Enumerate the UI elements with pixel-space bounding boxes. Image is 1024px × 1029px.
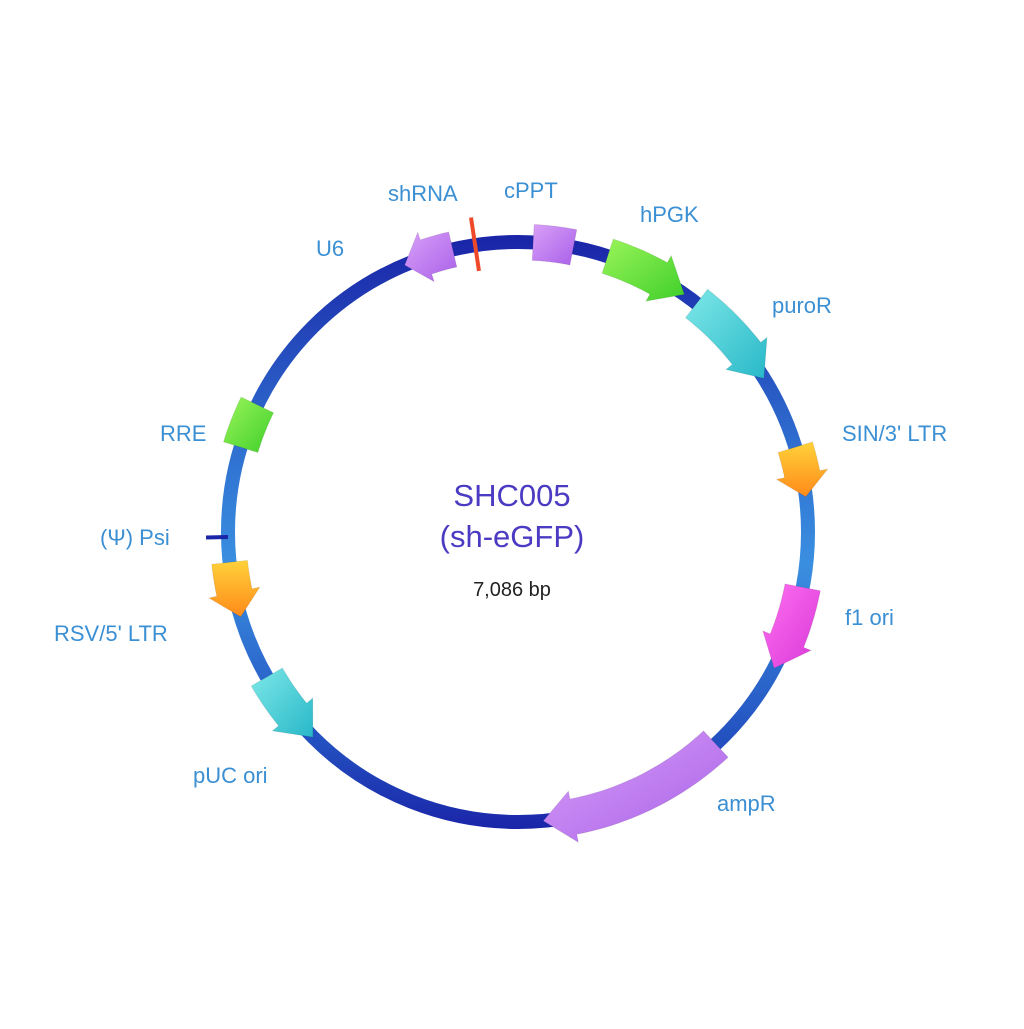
- plasmid-name: SHC005: [412, 480, 612, 511]
- label-cppt: cPPT: [504, 180, 558, 202]
- label-rre: RRE: [160, 423, 206, 445]
- plasmid-size: 7,086 bp: [412, 580, 612, 600]
- sin3ltr-arrow: [777, 442, 828, 497]
- puror-arrow: [686, 289, 768, 378]
- rsv5ltr-arrow: [209, 560, 260, 616]
- label-hpgk: hPGK: [640, 204, 699, 226]
- label-rsv5ltr: RSV/5' LTR: [54, 623, 168, 645]
- label-puc-ori: pUC ori: [193, 765, 268, 787]
- label-sin3ltr: SIN/3' LTR: [842, 423, 947, 445]
- label-ampr: ampR: [717, 793, 776, 815]
- plasmid-subtitle: (sh-eGFP): [412, 521, 612, 552]
- label-psi: (Ψ) Psi: [100, 527, 170, 549]
- label-shrna: shRNA: [388, 183, 458, 205]
- label-puror: puroR: [772, 295, 832, 317]
- label-f1ori: f1 ori: [845, 607, 894, 629]
- ampr-arrow: [543, 731, 728, 842]
- cppt-block: [532, 224, 577, 265]
- f1ori-arrow: [763, 584, 821, 668]
- hpgk-arrow: [602, 239, 684, 301]
- rre-block: [224, 397, 274, 453]
- u6-arrow: [405, 232, 457, 282]
- label-u6: U6: [316, 238, 344, 260]
